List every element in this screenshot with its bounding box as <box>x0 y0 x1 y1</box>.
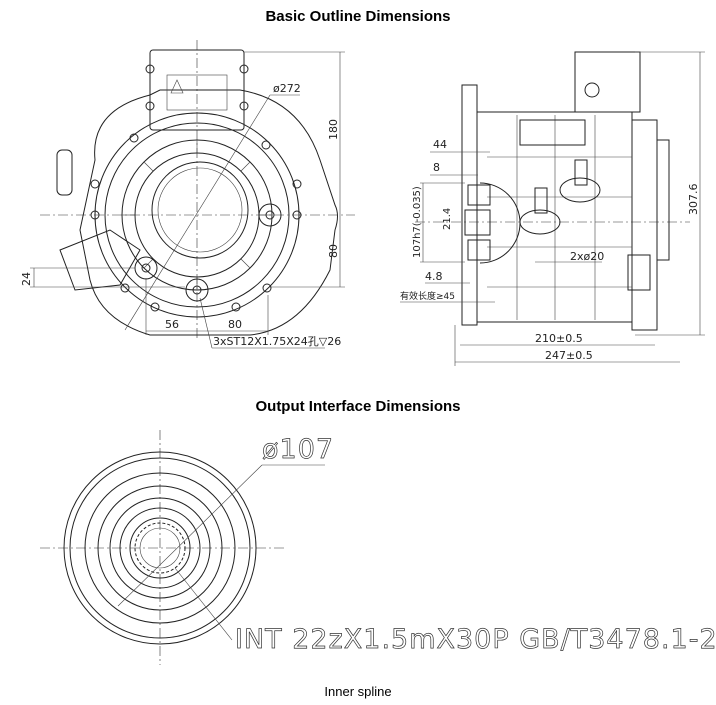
dim-diameter-272: ø272 <box>273 82 301 95</box>
dim-shaft-107h7: 107h7(-0.035) <box>412 186 423 258</box>
side-view-drawing <box>400 51 705 366</box>
dim-ports-2x20: 2xø20 <box>570 250 604 263</box>
dim-21-4: 21.4 <box>442 208 453 230</box>
dim-180: 180 <box>327 119 340 140</box>
dim-length-247: 247±0.5 <box>545 349 593 362</box>
dim-height-307-6: 307.6 <box>687 184 700 216</box>
output-diameter-107: ø107 <box>262 434 334 465</box>
dim-thread-spec: 3xST12X1.75X24孔▽26 <box>213 335 341 348</box>
dim-80-horizontal: 80 <box>228 318 242 331</box>
dim-24: 24 <box>20 272 33 286</box>
output-title: Output Interface Dimensions <box>255 398 461 415</box>
dim-56: 56 <box>165 318 179 331</box>
dim-length-210: 210±0.5 <box>535 332 583 345</box>
dim-8: 8 <box>433 161 440 174</box>
dim-80-vertical: 80 <box>327 244 340 258</box>
inner-spline-caption: Inner spline <box>324 684 392 699</box>
spline-spec: INT 22zX1.5mX30P GB/T3478.1-2008 <box>235 624 716 655</box>
front-view-drawing <box>30 40 355 349</box>
output-interface-drawing <box>40 430 325 665</box>
dim-4-8: 4.8 <box>425 270 443 283</box>
outline-title: Basic Outline Dimensions <box>265 8 451 25</box>
dim-effective-length: 有效长度≥45 <box>400 290 455 302</box>
dim-44: 44 <box>433 138 447 151</box>
